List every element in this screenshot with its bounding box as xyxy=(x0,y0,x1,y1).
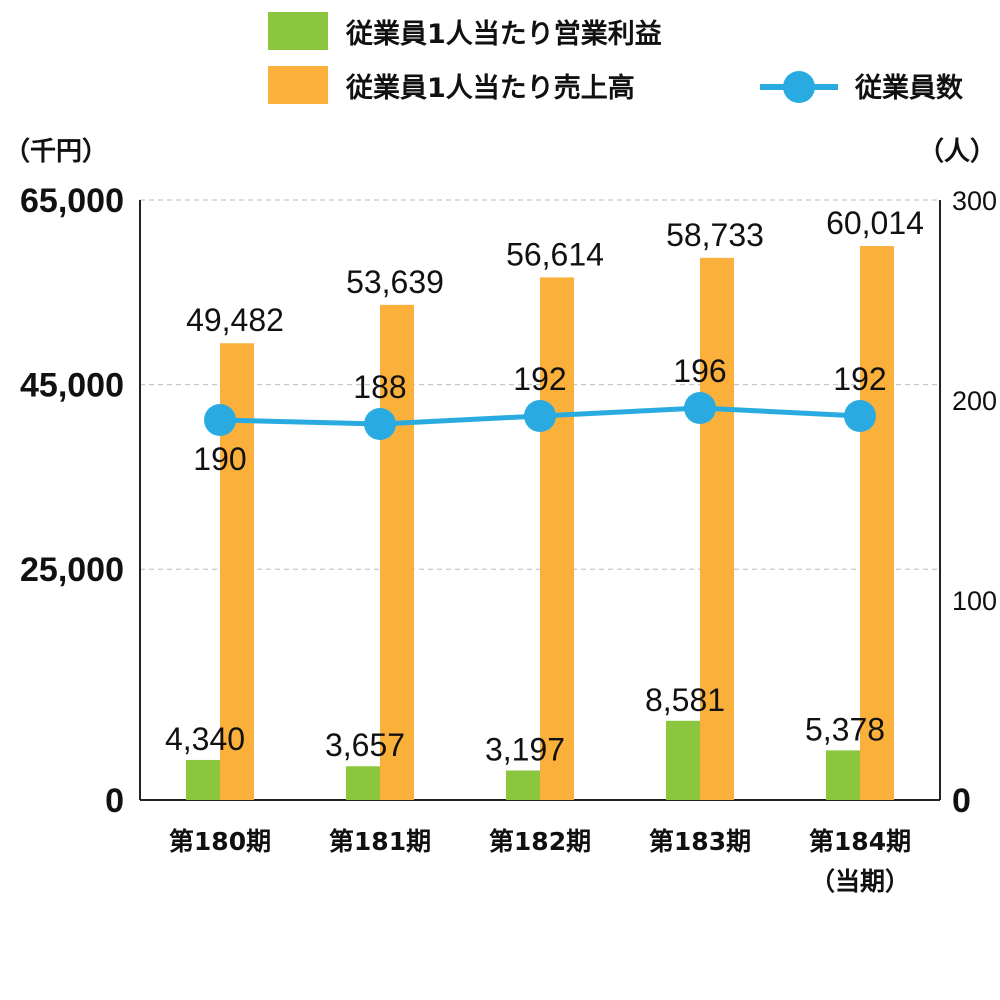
left-axis-unit: （千円） xyxy=(4,137,108,167)
bar-label-sales: 60,014 xyxy=(826,205,924,241)
legend-label-profit: 従業員1人当たり営業利益 xyxy=(345,18,662,50)
bar-label-sales: 53,639 xyxy=(346,264,444,300)
category-label: 第184期 xyxy=(809,827,911,856)
bar-label-profit: 3,197 xyxy=(485,731,565,767)
legend-marker-employees xyxy=(783,71,815,103)
left-tick-label: 45,000 xyxy=(20,367,124,405)
legend: 従業員1人当たり営業利益 従業員1人当たり売上高 従業員数 xyxy=(268,12,964,104)
left-tick-label: 25,000 xyxy=(20,551,124,589)
bar-sales xyxy=(700,257,734,800)
right-tick-label: 300 xyxy=(952,186,997,216)
employee-line xyxy=(204,392,876,440)
left-tick-label: 65,000 xyxy=(20,182,124,220)
category-label: 第181期 xyxy=(329,827,431,856)
bar-label-profit: 3,657 xyxy=(325,727,405,763)
bar-label-sales: 56,614 xyxy=(506,236,604,272)
employee-label: 196 xyxy=(673,353,726,389)
bar-sales xyxy=(860,246,894,801)
category-sublabel: （当期） xyxy=(810,867,910,896)
bar-profit xyxy=(506,770,540,800)
bar-sales xyxy=(540,277,574,800)
employee-point xyxy=(844,400,876,432)
bar-labels: 4,340 49,482 3,657 53,639 3,197 56,614 8,581 58… xyxy=(165,205,924,767)
employee-point xyxy=(204,404,236,436)
left-tick-label: 0 xyxy=(105,782,124,820)
right-axis-ticks: 300 200 100 0 xyxy=(952,186,997,820)
category-labels: 第180期 第181期 第182期 第183期 第184期 （当期） xyxy=(169,827,911,896)
bar-sales xyxy=(380,304,414,800)
bar-label-profit: 4,340 xyxy=(165,721,245,757)
legend-label-sales: 従業員1人当たり売上高 xyxy=(345,72,635,104)
employee-labels: 190 188 192 196 192 xyxy=(193,353,886,477)
employee-label: 192 xyxy=(833,361,886,397)
bar-label-profit: 5,378 xyxy=(805,711,885,747)
bar-label-profit: 8,581 xyxy=(645,682,725,718)
legend-label-employees: 従業員数 xyxy=(854,73,964,104)
bars xyxy=(186,246,894,801)
category-label: 第180期 xyxy=(169,827,271,856)
bar-profit xyxy=(826,750,860,800)
category-label: 第183期 xyxy=(649,827,751,856)
left-axis-ticks: 65,000 45,000 25,000 0 xyxy=(20,182,124,820)
bar-profit xyxy=(346,766,380,800)
right-tick-label: 0 xyxy=(952,782,971,820)
employee-point xyxy=(364,408,396,440)
employee-label: 190 xyxy=(193,441,246,477)
employee-label: 192 xyxy=(513,361,566,397)
employee-point xyxy=(684,392,716,424)
bar-label-sales: 58,733 xyxy=(666,217,764,253)
category-label: 第182期 xyxy=(489,827,591,856)
bar-profit xyxy=(666,720,700,800)
employee-point xyxy=(524,400,556,432)
right-axis-unit: （人） xyxy=(918,137,996,167)
bar-label-sales: 49,482 xyxy=(186,302,284,338)
right-tick-label: 200 xyxy=(952,386,997,416)
employee-label: 188 xyxy=(353,369,406,405)
right-tick-label: 100 xyxy=(952,586,997,616)
legend-swatch-profit xyxy=(268,12,328,50)
legend-swatch-sales xyxy=(268,66,328,104)
bar-profit xyxy=(186,759,220,800)
